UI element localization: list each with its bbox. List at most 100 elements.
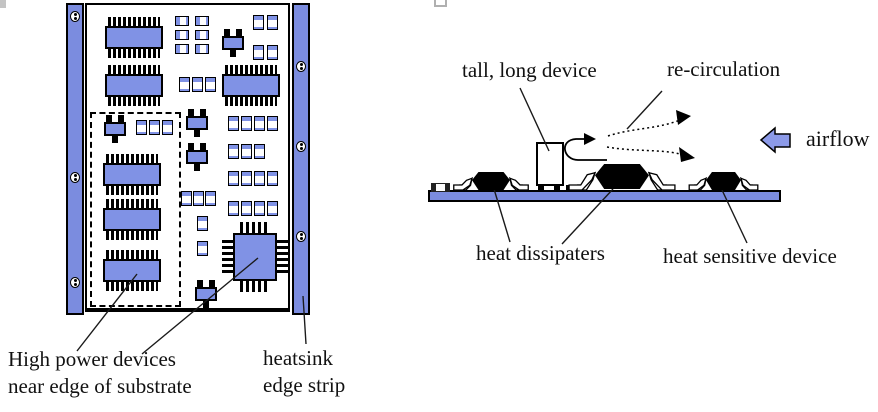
capacitor — [228, 144, 239, 159]
capacitor — [181, 191, 192, 206]
pin — [203, 301, 209, 308]
transistor-body — [104, 122, 126, 136]
transistor — [222, 29, 244, 57]
label-line: near edge of substrate — [8, 374, 192, 398]
pin — [112, 136, 118, 143]
pin-row — [108, 97, 160, 106]
transistor-body — [186, 150, 208, 164]
capacitor — [175, 30, 189, 40]
capacitor — [254, 144, 265, 159]
label-high-power-devices: High power devices near edge of substrat… — [8, 346, 192, 400]
screw-hole — [296, 61, 306, 72]
ic-body — [103, 208, 161, 231]
screw-hole — [70, 277, 80, 288]
ic-body — [222, 74, 280, 97]
pin-row — [106, 154, 158, 163]
capacitor — [253, 15, 264, 30]
label-line: edge strip — [263, 373, 346, 397]
pin — [194, 164, 200, 171]
label-recirculation: re-circulation — [667, 57, 781, 81]
pin — [106, 115, 112, 122]
capacitor — [267, 15, 278, 30]
capacitor — [175, 44, 189, 54]
pin — [200, 143, 206, 150]
small-chip-resistor — [431, 183, 450, 192]
pin — [188, 143, 194, 150]
capacitor — [241, 116, 252, 131]
pin-row — [108, 17, 160, 26]
transistor — [186, 143, 208, 171]
screw-slot — [73, 178, 77, 181]
ic-body — [233, 233, 277, 281]
dip-ic — [105, 65, 163, 106]
capacitor — [253, 45, 264, 60]
pin — [197, 280, 203, 287]
transistor-body — [222, 36, 244, 50]
ic-body — [105, 26, 163, 49]
pin-row — [225, 97, 277, 106]
pin-row — [106, 186, 158, 195]
capacitor — [197, 216, 208, 231]
capacitor — [192, 77, 203, 92]
ic-body — [103, 163, 161, 186]
screw-hole — [70, 172, 80, 183]
capacitor — [228, 171, 239, 186]
screw-slot — [299, 63, 303, 66]
screw-slot — [73, 17, 77, 20]
dip-ic — [103, 199, 161, 240]
pin-row — [240, 222, 270, 233]
capacitor — [205, 191, 216, 206]
device-foot — [554, 184, 560, 190]
high-power-region-outline — [90, 112, 181, 307]
pin-row — [108, 65, 160, 74]
screw-slot — [299, 143, 303, 146]
device-foot — [538, 184, 544, 190]
capacitor — [175, 16, 189, 26]
pin — [224, 29, 230, 36]
screw-slot — [299, 237, 303, 240]
pin-row — [277, 240, 288, 274]
screw-slot — [299, 147, 303, 150]
capacitor — [241, 201, 252, 216]
pin-row — [106, 231, 158, 240]
capacitor — [162, 120, 173, 135]
capacitor — [241, 144, 252, 159]
capacitor — [254, 201, 265, 216]
pin — [188, 109, 194, 116]
capacitor — [267, 45, 278, 60]
capacitor — [193, 191, 204, 206]
capacitor — [149, 120, 160, 135]
capacitor — [267, 201, 278, 216]
transistor — [186, 109, 208, 137]
capacitor — [205, 77, 216, 92]
transistor-body — [195, 287, 217, 301]
capacitor — [228, 116, 239, 131]
board-pad — [566, 185, 571, 190]
capacitor — [197, 241, 208, 256]
dip-ic — [222, 65, 280, 106]
screw-slot — [299, 67, 303, 70]
screw-slot — [73, 279, 77, 282]
heatsink-edge-strip-left — [66, 3, 84, 315]
label-heat-sensitive-device: heat sensitive device — [663, 244, 837, 268]
scan-artifact — [434, 0, 447, 7]
screw-hole — [296, 231, 306, 242]
scan-artifact — [0, 0, 6, 8]
screw-slot — [73, 283, 77, 286]
transistor-body — [186, 116, 208, 130]
label-tall-long-device: tall, long device — [462, 58, 597, 82]
pin — [230, 50, 236, 57]
screw-slot — [73, 13, 77, 16]
capacitor — [254, 171, 265, 186]
pin — [118, 115, 124, 122]
pin — [200, 109, 206, 116]
capacitor — [267, 116, 278, 131]
screw-hole — [296, 141, 306, 152]
pin-row — [106, 199, 158, 208]
capacitor — [228, 201, 239, 216]
screw-slot — [299, 233, 303, 236]
capacitor — [241, 171, 252, 186]
label-heatsink-edge-strip: heatsink edge strip — [263, 345, 345, 399]
label-line: heatsink — [263, 346, 333, 370]
